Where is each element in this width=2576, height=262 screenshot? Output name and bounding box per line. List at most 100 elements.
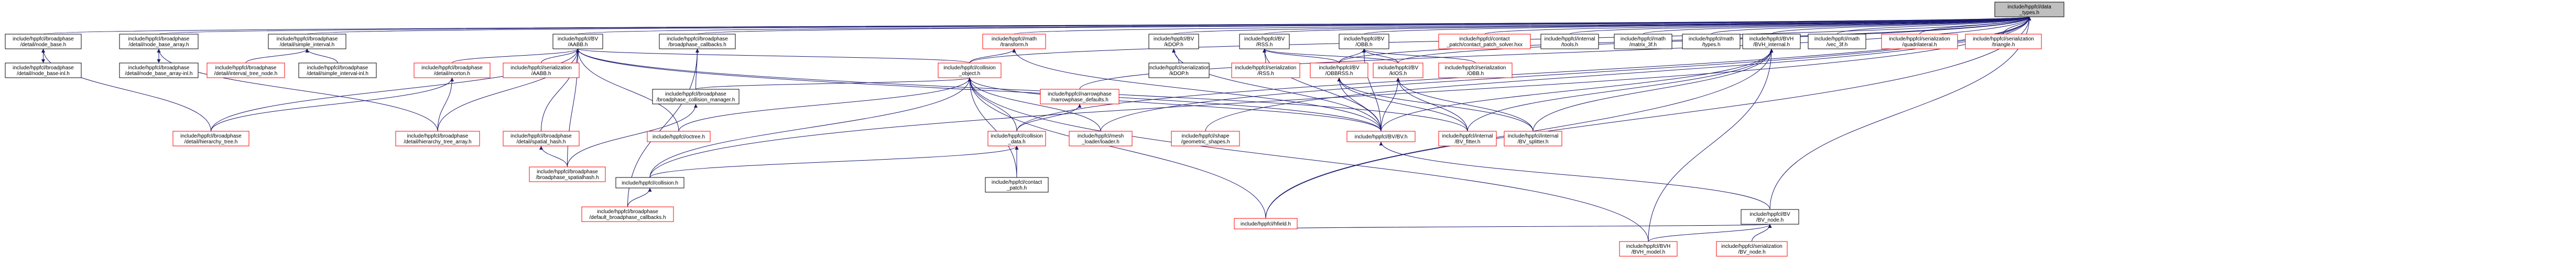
node-label: include/hppfcl/BVH — [1749, 36, 1794, 42]
node-sii[interactable]: include/hppfcl/broadphase/detail/simple_… — [298, 62, 377, 78]
node-hfield[interactable]: include/hppfcl/hfield.h — [1234, 218, 1298, 229]
node-nbi[interactable]: include/hppfcl/broadphase/detail/node_ba… — [5, 62, 82, 78]
node-box — [5, 34, 82, 49]
node-box — [1234, 218, 1298, 229]
node-bpcb[interactable]: include/hppfcl/broadphase/broadphase_cal… — [659, 34, 736, 49]
node-label: /detail/node_base-inl.h — [17, 71, 70, 77]
node-ser_rss[interactable]: include/hppfcl/serialization/RSS.h — [1231, 62, 1300, 78]
node-hta[interactable]: include/hppfcl/broadphase/detail/hierarc… — [395, 131, 480, 146]
node-bvfit[interactable]: include/hppfcl/internal/BV_fitter.h — [1438, 131, 1497, 146]
edge-si-sii — [305, 48, 338, 64]
node-octree[interactable]: include/hppfcl/octree.h — [647, 131, 711, 142]
node-box — [172, 131, 249, 146]
node-bpsh[interactable]: include/hppfcl/broadphase/broadphase_spa… — [529, 166, 606, 182]
node-kdop[interactable]: include/hppfcl/BV/kDOP.h — [1148, 34, 1199, 49]
node-obb[interactable]: include/hppfcl/BV/OBB.h — [1339, 34, 1389, 49]
node-box — [1965, 34, 2042, 49]
node-sph[interactable]: include/hppfcl/broadphase/detail/spatial… — [503, 131, 580, 146]
node-label: /vec_3f.h — [1827, 42, 1848, 48]
node-bvh[interactable]: include/hppfcl/BV/BV.h — [1346, 131, 1416, 142]
node-ser_tri[interactable]: include/hppfcl/serialization/triangle.h — [1965, 34, 2042, 49]
edge-collobj-hfield — [968, 77, 1266, 219]
node-label: include/hppfcl/internal — [1442, 133, 1493, 139]
edge-collobj-octree — [678, 77, 972, 132]
edge-root-si — [307, 16, 2031, 35]
node-rss[interactable]: include/hppfcl/BV/RSS.h — [1239, 34, 1290, 49]
node-colldata[interactable]: include/hppfcl/collision_data.h — [987, 131, 1046, 146]
node-bvnode[interactable]: include/hppfcl/BV/BV_node.h — [1741, 209, 1799, 225]
node-geom[interactable]: include/hppfcl/shape/geometric_shapes.h — [1171, 131, 1240, 146]
node-nba[interactable]: include/hppfcl/broadphase/detail/node_ba… — [119, 34, 199, 49]
node-label: /detail/spatial_hash.h — [517, 139, 566, 145]
node-ser_aabb[interactable]: include/hppfcl/serialization/AABB.h — [503, 62, 580, 78]
node-si[interactable]: include/hppfcl/broadphase/detail/simple_… — [268, 34, 346, 49]
node-ht[interactable]: include/hppfcl/broadphase/detail/hierarc… — [172, 131, 249, 146]
node-label: include/hppfcl/broadphase — [421, 65, 483, 71]
edge-kios-bvfit — [1396, 77, 1468, 132]
node-box — [119, 34, 199, 49]
node-ser_bvnode[interactable]: include/hppfcl/serialization/BV_node.h — [1716, 241, 1788, 257]
edge-root-obb — [1364, 16, 2031, 35]
edge-aabb-collobj — [576, 48, 970, 64]
edge-kios-bvsplit — [1396, 77, 1534, 132]
node-dbpcb[interactable]: include/hppfcl/broadphase/default_broadp… — [581, 206, 674, 222]
node-label: /RSS.h — [1257, 71, 1274, 77]
node-kios[interactable]: include/hppfcl/BV/kIOS.h — [1373, 62, 1423, 78]
node-aabb[interactable]: include/hppfcl/BV/AABB.h — [552, 34, 603, 49]
node-ser_obb[interactable]: include/hppfcl/serialization/OBB.h — [1438, 62, 1513, 78]
node-cpps[interactable]: include/hppfcl/contact_patch/contact_pat… — [1438, 34, 1531, 49]
node-label: /types.h — [1702, 42, 1720, 48]
node-bvh_int[interactable]: include/hppfcl/BVH/BVH_internal.h — [1742, 34, 1801, 49]
node-label: /OBB.h — [1467, 71, 1484, 77]
node-mtypes[interactable]: include/hppfcl/math/types.h — [1682, 34, 1741, 49]
edge-collobj-bpcm — [695, 77, 972, 90]
node-label: include/hppfcl/serialization — [1445, 65, 1506, 71]
node-itn[interactable]: include/hppfcl/broadphase/detail/interva… — [206, 62, 285, 78]
node-morton[interactable]: include/hppfcl/broadphase/detail/morton.… — [414, 62, 491, 78]
node-bvhmodel[interactable]: include/hppfcl/BVH/BVH_model.h — [1619, 241, 1678, 257]
node-mtf[interactable]: include/hppfcl/math/matrix_3f.h — [1614, 34, 1672, 49]
node-label: /detail/hierarchy_tree_array.h — [404, 139, 471, 145]
node-box — [1716, 241, 1788, 257]
node-cpatch[interactable]: include/hppfcl/contact_patch.h — [985, 177, 1049, 193]
edge-sph-bpsh — [539, 145, 568, 167]
node-box — [1239, 34, 1290, 49]
node-loader[interactable]: include/hppfcl/mesh_loader/loader.h — [1069, 131, 1133, 146]
node-nb[interactable]: include/hppfcl/broadphase/detail/node_ba… — [5, 34, 82, 49]
edge-collobj-bvhmodel — [968, 77, 1649, 242]
node-box — [1069, 131, 1133, 146]
node-label: /kDOP.h — [1169, 71, 1189, 77]
node-bpcm[interactable]: include/hppfcl/broadphase/broadphase_col… — [652, 89, 740, 104]
node-box — [1310, 62, 1368, 78]
node-label: /quadrilateral.h — [1902, 42, 1937, 48]
node-label: include/hppfcl/BV — [1244, 36, 1285, 42]
edge-obb-bvh — [1362, 48, 1382, 132]
node-box — [1040, 89, 1119, 104]
node-transform[interactable]: include/hppfcl/math/transform.h — [982, 34, 1046, 49]
node-label: include/hppfcl/broadphase — [667, 36, 728, 42]
node-label: _object.h — [959, 71, 981, 77]
node-collision[interactable]: include/hppfcl/collision.h — [615, 177, 684, 188]
node-ser_kdop[interactable]: include/hppfcl/serialization/kDOP.h — [1148, 62, 1210, 78]
node-label: /triangle.h — [1992, 42, 2015, 48]
node-label: /tools.h — [1561, 42, 1578, 48]
node-vec3f[interactable]: include/hppfcl/math/vec_3f.h — [1808, 34, 1866, 49]
edge-bvnode-ser_bvnode — [1752, 224, 1772, 242]
node-bvsplit[interactable]: include/hppfcl/internal/BV_splitter.h — [1504, 131, 1562, 146]
node-collobj[interactable]: include/hppfcl/collision_object.h — [938, 62, 1002, 78]
node-label: include/hppfcl/broadphase — [128, 36, 190, 42]
node-nardef[interactable]: include/hppfcl/narrowphase/narrowphase_d… — [1040, 89, 1119, 104]
node-box — [1438, 131, 1497, 146]
node-box — [985, 177, 1049, 193]
edge-bvh_int-bvsplit — [1532, 48, 1774, 132]
node-root[interactable]: include/hppfcl/data_types.h — [1994, 2, 2064, 17]
node-obbrss[interactable]: include/hppfcl/BV/OBBRSS.h — [1310, 62, 1368, 78]
node-label: include/hppfcl/collision.h — [622, 181, 678, 186]
edge-root-cpps — [1484, 16, 2031, 35]
node-tools[interactable]: include/hppfcl/internal/tools.h — [1540, 34, 1599, 49]
node-label: /default_broadphase_callbacks.h — [589, 215, 666, 221]
node-nbai[interactable]: include/hppfcl/broadphase/detail/node_ba… — [119, 62, 199, 78]
node-ser_ql[interactable]: include/hppfcl/serialization/quadrilater… — [1881, 34, 1958, 49]
node-label: include/hppfcl/contact — [992, 180, 1042, 185]
node-box — [1540, 34, 1599, 49]
